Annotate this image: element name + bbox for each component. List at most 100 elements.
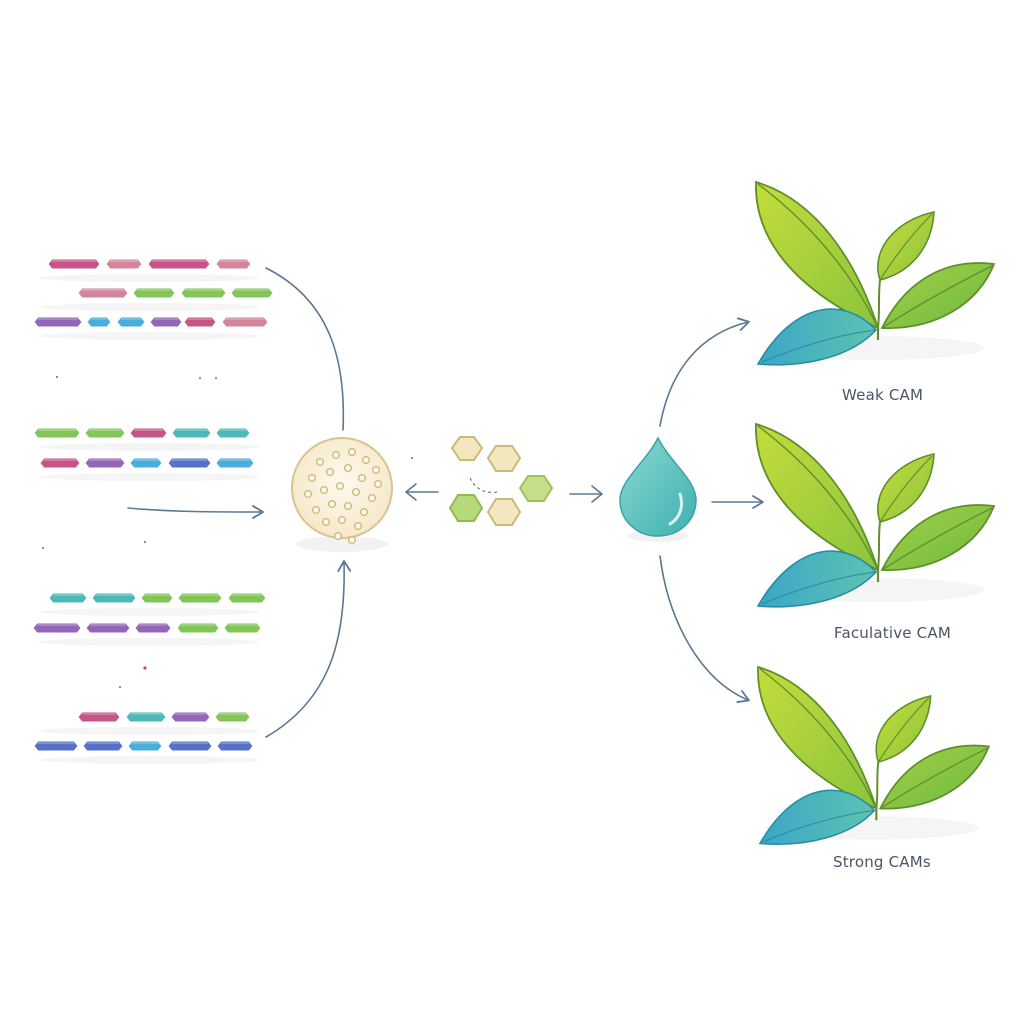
leaf-bottom <box>758 789 876 845</box>
gene-bar-shadow <box>40 756 260 764</box>
cell-granule <box>373 479 383 489</box>
plant-weak-cam <box>755 180 996 366</box>
gene-segment <box>215 258 252 270</box>
gene-segment <box>134 622 172 634</box>
molecule-cluster-icon <box>448 436 554 526</box>
gene-segment <box>39 457 81 469</box>
leaf-vein <box>877 697 930 763</box>
gene-segment <box>140 592 174 604</box>
gene-segment <box>82 740 124 752</box>
gene-segment <box>214 711 251 723</box>
gene-segment <box>86 316 112 328</box>
cell-granule <box>347 535 357 545</box>
gene-sequence-bars <box>32 258 274 764</box>
gene-segment <box>180 287 227 299</box>
cell-granule <box>327 499 337 509</box>
gene-bar-shadow <box>40 638 260 646</box>
gene-bar-row <box>40 592 267 616</box>
gene-bar-shadow <box>40 473 260 481</box>
plant-strong-cam <box>757 665 991 845</box>
cell-granule <box>343 501 353 511</box>
gene-segment <box>221 316 269 328</box>
cell-granule <box>311 505 321 515</box>
gene-segment <box>77 711 121 723</box>
gene-bar-shadow <box>40 727 260 735</box>
gene-segment <box>167 740 213 752</box>
gene-bar-row <box>39 457 260 481</box>
molecule-arrows <box>405 483 603 503</box>
leaf-large <box>755 422 880 572</box>
arrow-drop-to-strong <box>659 555 750 703</box>
gene-segment <box>230 287 274 299</box>
arrow-drop-to-weak <box>659 317 750 427</box>
gene-segment <box>171 427 212 439</box>
cell-granule <box>321 517 331 527</box>
leaf-vein <box>879 213 933 281</box>
gene-segment <box>48 592 88 604</box>
gene-bar-row <box>40 287 274 311</box>
cell-granule <box>367 493 377 503</box>
gene-segment <box>47 258 101 270</box>
cell-granule <box>357 473 367 483</box>
cell-granule <box>343 463 353 473</box>
cell-granule <box>333 531 343 541</box>
gene-segment <box>84 457 126 469</box>
leaf-bottom <box>756 550 878 608</box>
plant-stem <box>877 521 881 571</box>
gene-bar-row <box>33 316 269 340</box>
leaf-vein <box>763 809 875 843</box>
gene-segment <box>129 427 168 439</box>
gene-segment <box>85 622 131 634</box>
input-arrows <box>127 267 352 738</box>
gene-segment <box>223 622 262 634</box>
gene-segment <box>127 740 163 752</box>
gene-bar-shadow <box>40 608 260 616</box>
leaf-vein <box>761 329 877 363</box>
cell-granule <box>331 450 341 460</box>
gene-segment <box>105 258 143 270</box>
cell-granule <box>315 457 325 467</box>
gene-segment <box>216 740 254 752</box>
plant-stem <box>877 279 881 329</box>
leaf-vein <box>881 265 993 329</box>
cell-granule <box>353 521 363 531</box>
cell-granule <box>361 455 371 465</box>
gene-segment <box>33 316 83 328</box>
gene-segment <box>215 427 251 439</box>
gene-segment <box>147 258 211 270</box>
arrow-bottom-to-cell <box>265 560 352 738</box>
cell-granule <box>359 507 369 517</box>
gene-segment <box>167 457 212 469</box>
arrow-top-to-cell <box>265 267 345 431</box>
gene-segment <box>32 622 82 634</box>
leaf-large <box>755 180 880 330</box>
gene-bar-row <box>33 427 260 451</box>
cell-granule <box>347 447 357 457</box>
cell-granule <box>303 489 313 499</box>
gene-segment <box>33 427 81 439</box>
gene-bar-row <box>40 711 260 735</box>
label-facultative-cam: Faculative CAM <box>834 624 951 642</box>
gene-bar-row <box>33 740 260 764</box>
cell-granule <box>351 487 361 497</box>
leaf-vein <box>879 747 988 810</box>
leaf-vein <box>757 425 879 571</box>
cell-icon <box>291 437 393 552</box>
gene-bar-shadow <box>40 332 260 340</box>
gene-segment <box>116 316 146 328</box>
cell-granule <box>307 473 317 483</box>
leaf-vein <box>759 668 877 809</box>
leaf-vein <box>757 183 879 329</box>
label-strong-cam: Strong CAMs <box>833 853 931 871</box>
cell-granule <box>335 481 345 491</box>
gene-segment <box>183 316 217 328</box>
plant-stem <box>875 761 880 809</box>
leaf-vein <box>761 571 877 605</box>
gene-segment <box>129 457 163 469</box>
gene-bar-row <box>32 622 262 646</box>
gene-segment <box>170 711 211 723</box>
gene-segment <box>91 592 137 604</box>
leaf-large <box>757 665 878 811</box>
gene-segment <box>215 457 255 469</box>
